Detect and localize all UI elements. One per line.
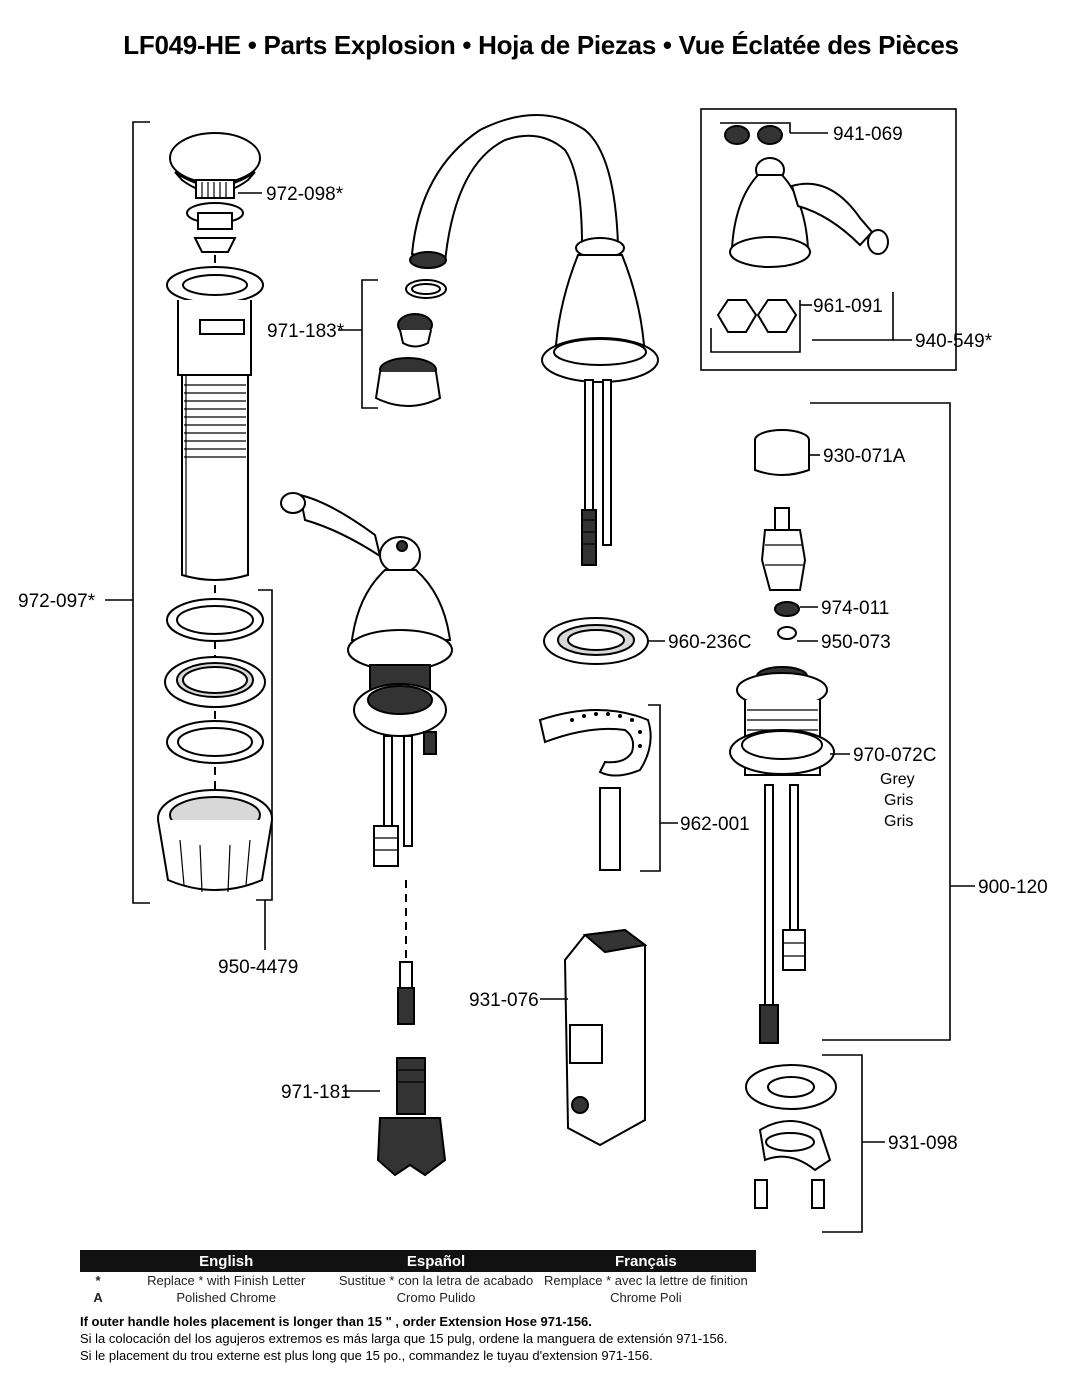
part-label-971-183: 971-183* bbox=[267, 321, 345, 342]
legend-row: A Polished Chrome Cromo Pulido Chrome Po… bbox=[80, 1289, 756, 1306]
legend-es: Sustitue * con la letra de acabado bbox=[338, 1273, 534, 1288]
part-label-972-097: 972-097* bbox=[18, 591, 96, 612]
legend-header-english: English bbox=[199, 1252, 254, 1270]
note-french: Si le placement du trou externe est plus… bbox=[80, 1348, 653, 1363]
middle-parts: 960-236C 962-001 931-076 bbox=[469, 617, 751, 1147]
legend-es: Cromo Pulido bbox=[396, 1290, 476, 1305]
legend-header-espanol: Español bbox=[406, 1252, 466, 1270]
drain-body-part bbox=[166, 266, 264, 581]
part-label-930-071A: 930-071A bbox=[823, 446, 906, 467]
part-label-950-073: 950-073 bbox=[821, 632, 891, 653]
part-label-962-001: 962-001 bbox=[680, 814, 750, 835]
handle-kit-box: 941-069 961-091 940-549* bbox=[700, 108, 993, 371]
legend-en: Polished Chrome bbox=[176, 1290, 277, 1305]
grey-label-es: Gris bbox=[884, 792, 913, 809]
part-label-931-076: 931-076 bbox=[469, 990, 539, 1011]
part-label-974-011: 974-011 bbox=[821, 598, 889, 619]
legend-header-francais: Français bbox=[615, 1252, 677, 1270]
part-label-950-4479: 950-4479 bbox=[218, 957, 298, 978]
right-valve-assembly: 900-120 930-071A 974-011 950-073 970-072… bbox=[729, 402, 1048, 1233]
grey-label-en: Grey bbox=[880, 771, 915, 788]
part-label-972-098: 972-098* bbox=[266, 184, 344, 205]
part-label-971-181: 971-181 bbox=[281, 1082, 351, 1103]
legend-row: * Replace * with Finish Letter Sustitue … bbox=[80, 1272, 756, 1289]
note-english: If outer handle holes placement is longe… bbox=[80, 1314, 592, 1329]
legend-en: Replace * with Finish Letter bbox=[147, 1273, 306, 1288]
part-label-961-091: 961-091 bbox=[813, 296, 883, 317]
legend-fr: Remplace * avec la lettre de finition bbox=[543, 1273, 748, 1288]
left-handle-valve bbox=[280, 492, 453, 1025]
part-label-940-549: 940-549* bbox=[915, 331, 993, 352]
aerator-group: 971-183* bbox=[267, 279, 447, 409]
part-label-970-072C: 970-072C bbox=[853, 745, 936, 766]
part-label-960-236C: 960-236C bbox=[668, 632, 751, 653]
legend-table: English Español Français * Replace * wit… bbox=[80, 1250, 756, 1306]
legend-key: * bbox=[95, 1273, 101, 1288]
grey-label-fr: Gris bbox=[884, 813, 913, 830]
part-label-900-120: 900-120 bbox=[978, 877, 1048, 898]
part-label-931-098: 931-098 bbox=[888, 1133, 958, 1154]
page-title: LF049-HE • Parts Explosion • Hoja de Pie… bbox=[123, 30, 959, 60]
pop-up-stopper-part bbox=[169, 132, 261, 253]
extension-hose-notes: If outer handle holes placement is longe… bbox=[80, 1313, 1000, 1364]
note-spanish: Si la colocación del los agujeros extrem… bbox=[80, 1331, 728, 1346]
drain-assembly: 972-098* 972-097* 950-4479 bbox=[18, 121, 344, 978]
part-label-941-069: 941-069 bbox=[833, 124, 903, 145]
legend-header: English Español Français bbox=[80, 1250, 756, 1272]
tee-connector: 971-181 bbox=[281, 1057, 447, 1177]
spout-assembly bbox=[409, 114, 659, 566]
legend-key: A bbox=[93, 1290, 103, 1305]
parts-explosion-diagram: 972-098* 972-097* 950-4479 bbox=[18, 108, 1048, 1233]
legend-fr: Chrome Poli bbox=[610, 1290, 682, 1305]
